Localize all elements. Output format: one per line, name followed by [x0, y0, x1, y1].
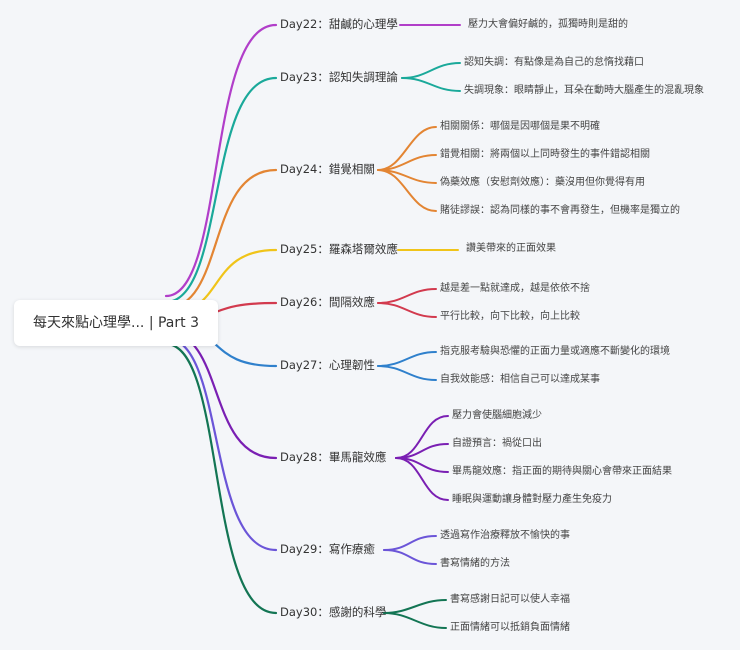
day-node-label[interactable]: Day24：錯覺相關 — [280, 162, 375, 176]
leaf-connector — [395, 457, 449, 501]
leaf-node-label[interactable]: 認知失調：有點像是為自己的怠惰找藉口 — [464, 57, 644, 68]
day-node-label[interactable]: Day27：心理韌性 — [280, 358, 375, 372]
leaf-connector — [383, 549, 437, 565]
leaf-node-label[interactable]: 畢馬龍效應：指正面的期待與關心會帶來正面結果 — [452, 466, 672, 477]
day-node-label[interactable]: Day22：甜鹹的心理學 — [280, 17, 398, 31]
root-title: 每天來點心理學... | Part 3 — [33, 315, 199, 331]
day-node-label[interactable]: Day26：間隔效應 — [280, 295, 375, 309]
day-node-label[interactable]: Day29：寫作療癒 — [280, 542, 375, 556]
leaf-connector — [377, 302, 437, 318]
leaf-connector — [383, 612, 447, 629]
branch-connector — [164, 76, 278, 304]
day-node-label[interactable]: Day30：感謝的科學 — [280, 605, 387, 619]
branch-connector — [164, 342, 278, 615]
day-node-label[interactable]: Day25：羅森塔爾效應 — [280, 242, 398, 256]
leaf-connector — [383, 599, 447, 614]
branch-connector — [164, 336, 278, 552]
leaf-node-label[interactable]: 讚美帶來的正面效果 — [466, 243, 556, 254]
leaf-connector — [377, 365, 437, 381]
leaf-node-label[interactable]: 自證預言：禍從口出 — [452, 438, 542, 449]
leaf-connector — [377, 288, 437, 304]
leaf-connector — [383, 535, 437, 551]
leaf-node-label[interactable]: 相關關係：哪個是因哪個是果不明確 — [440, 121, 600, 132]
leaf-node-label[interactable]: 自我效能感：相信自己可以達成某事 — [440, 374, 600, 385]
leaf-node-label[interactable]: 賭徒謬誤：認為同樣的事不會再發生，但機率是獨立的 — [440, 205, 680, 216]
leaf-node-label[interactable]: 書寫感謝日記可以使人幸福 — [450, 594, 570, 605]
leaf-connector — [401, 62, 461, 79]
leaf-node-label[interactable]: 錯覺相關：將兩個以上同時發生的事件錯認相關 — [440, 149, 650, 160]
leaf-node-label[interactable]: 正面情緒可以抵銷負面情緒 — [450, 622, 570, 633]
day-node-label[interactable]: Day23：認知失調理論 — [280, 70, 398, 84]
leaf-node-label[interactable]: 書寫情緒的方法 — [440, 558, 510, 569]
branch-connector — [164, 23, 278, 298]
leaf-connector — [401, 77, 461, 92]
leaf-node-label[interactable]: 壓力會使腦細胞減少 — [452, 410, 542, 421]
leaf-node-label[interactable]: 偽藥效應（安慰劑效應）：藥沒用但你覺得有用 — [440, 177, 645, 188]
leaf-node-label[interactable]: 指克服考驗與恐懼的正面力量或適應不斷變化的環境 — [440, 346, 670, 357]
leaf-connector — [377, 169, 437, 212]
leaf-node-label[interactable]: 越是差一點就達成，越是依依不捨 — [440, 283, 590, 294]
leaf-connector — [377, 351, 437, 367]
leaf-node-label[interactable]: 平行比較，向下比較，向上比較 — [440, 311, 580, 322]
leaf-node-label[interactable]: 失調現象：眼睛靜止，耳朵在動時大腦產生的混亂現象 — [464, 85, 704, 96]
leaf-node-label[interactable]: 透過寫作治療釋放不愉快的事 — [440, 530, 570, 541]
root-node[interactable]: 每天來點心理學... | Part 3 — [14, 300, 218, 346]
day-node-label[interactable]: Day28：畢馬龍效應 — [280, 450, 387, 464]
leaf-node-label[interactable]: 睡眠與運動讓身體對壓力產生免疫力 — [452, 494, 612, 505]
branch-connector — [164, 330, 278, 460]
leaf-node-label[interactable]: 壓力大會偏好鹹的，孤獨時則是甜的 — [468, 19, 628, 30]
